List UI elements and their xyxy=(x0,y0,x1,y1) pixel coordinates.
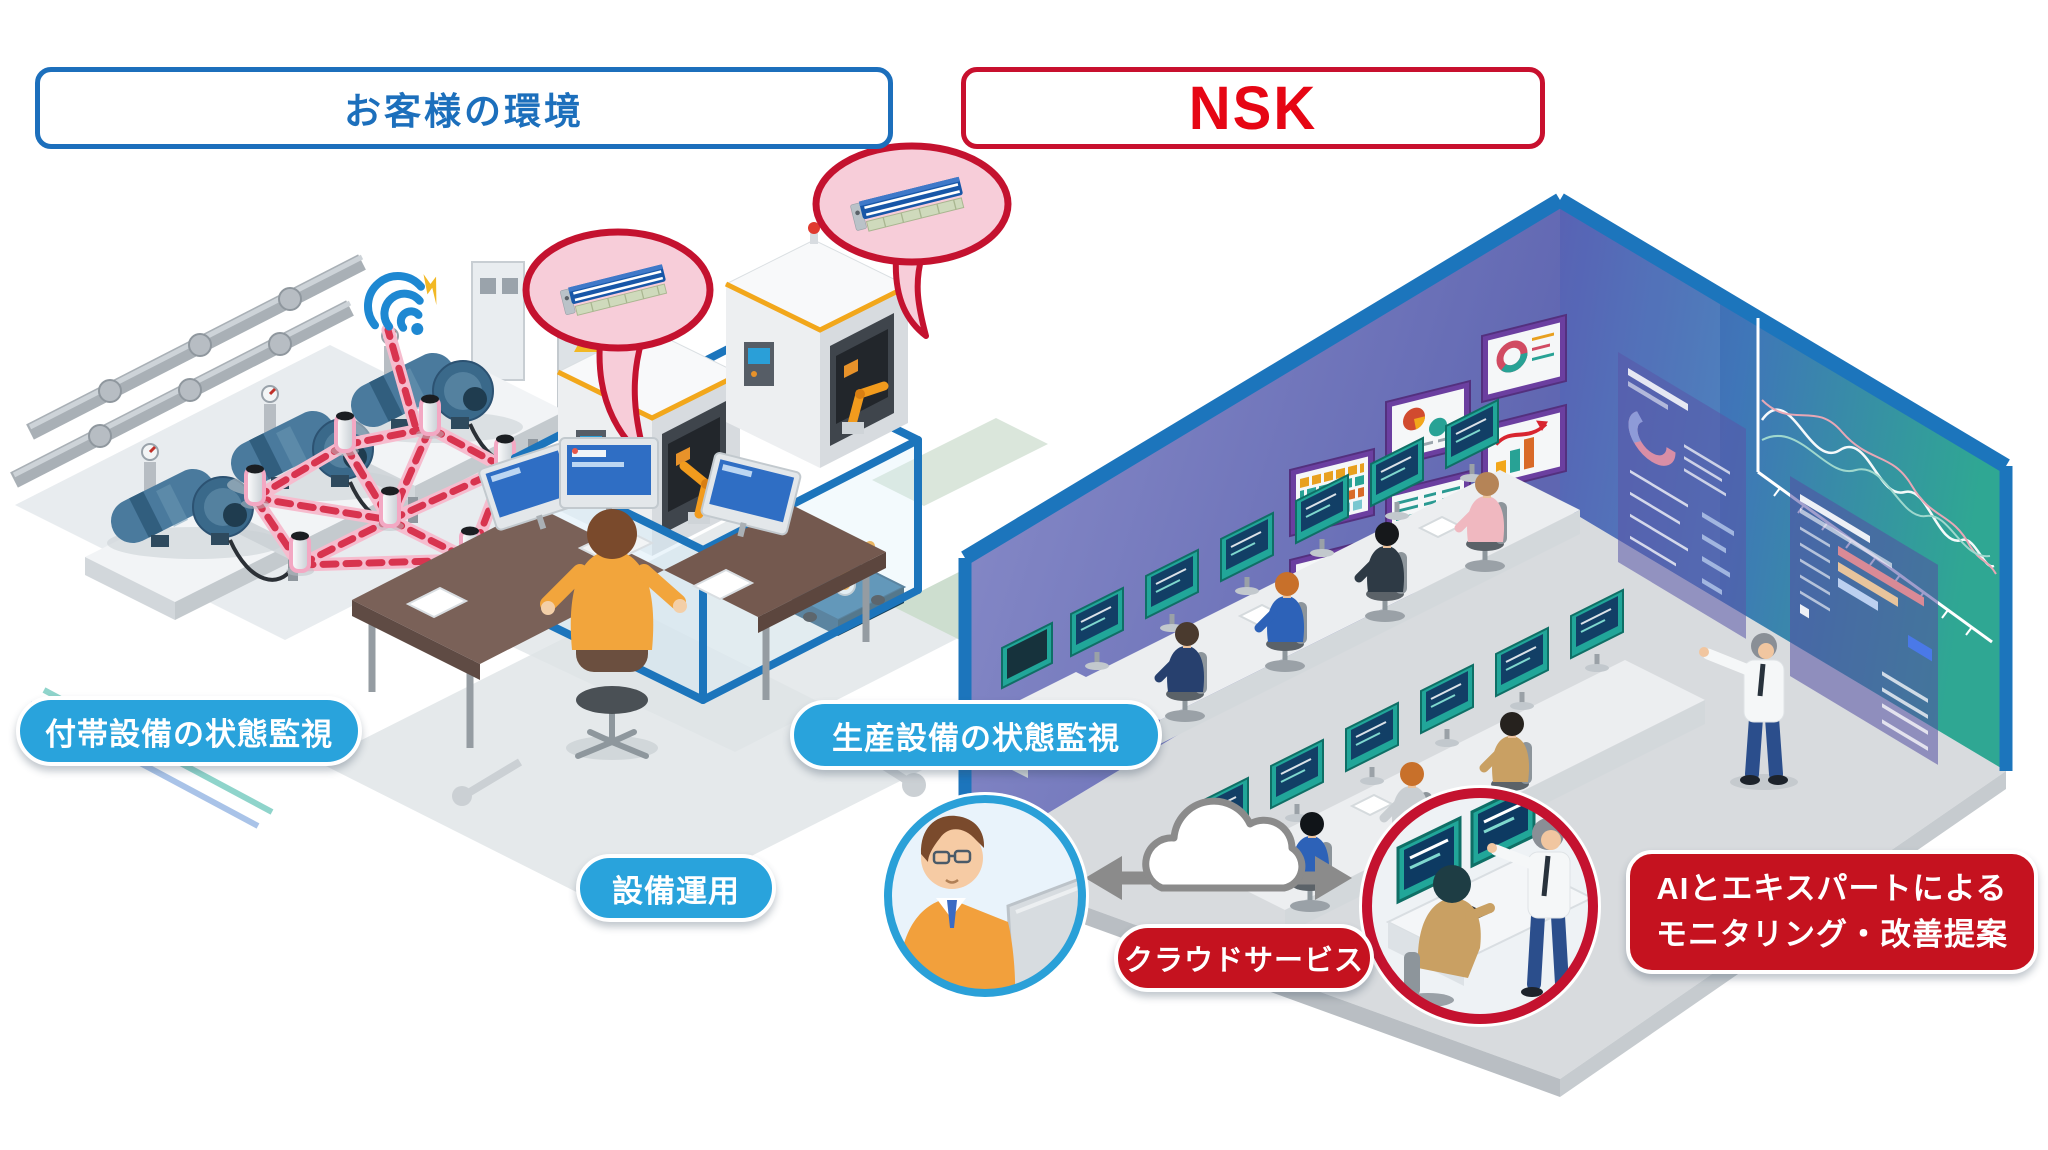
customer-environment-frame: お客様の環境 xyxy=(35,67,893,149)
operator-desk-illustration xyxy=(352,437,886,760)
nsk-frame: NSK xyxy=(961,67,1545,149)
cloud-link xyxy=(1085,797,1352,900)
wifi-signal-icon xyxy=(364,272,437,335)
label-auxiliary-equipment-monitoring: 付帯設備の状態監視 xyxy=(16,696,362,766)
customer-worker-circle xyxy=(881,792,1089,1000)
robot-arm xyxy=(679,381,889,524)
wall-dashboard-app-versions xyxy=(1790,476,1938,765)
operator-person xyxy=(540,509,687,760)
label-ai-expert-proposal: AIとエキスパートによる モニタリング・改善提案 xyxy=(1626,850,2038,974)
wireless-sensor xyxy=(239,462,271,511)
wall-monitor-donut xyxy=(1481,313,1567,404)
label-cloud-service: クラウドサービス xyxy=(1114,924,1374,992)
label-equipment-operation: 設備運用 xyxy=(576,854,776,922)
standing-supervisor xyxy=(1699,633,1798,790)
wall-dashboard-device-usage xyxy=(1618,352,1746,639)
operator-monitors xyxy=(478,437,802,538)
speech-bubble-linear-guide xyxy=(522,228,714,463)
nsk-logo: NSK xyxy=(1188,73,1318,143)
nsk-expert-circle xyxy=(1359,785,1601,1027)
customer-environment-title: お客様の環境 xyxy=(344,91,584,132)
cloud-icon xyxy=(1142,797,1306,892)
speech-bubble-linear-guide xyxy=(812,142,1012,339)
label-production-equipment-monitoring: 生産設備の状態監視 xyxy=(790,700,1162,770)
sensor-mesh-links xyxy=(248,323,603,572)
wall-monitor-bar-chart xyxy=(1481,403,1567,494)
